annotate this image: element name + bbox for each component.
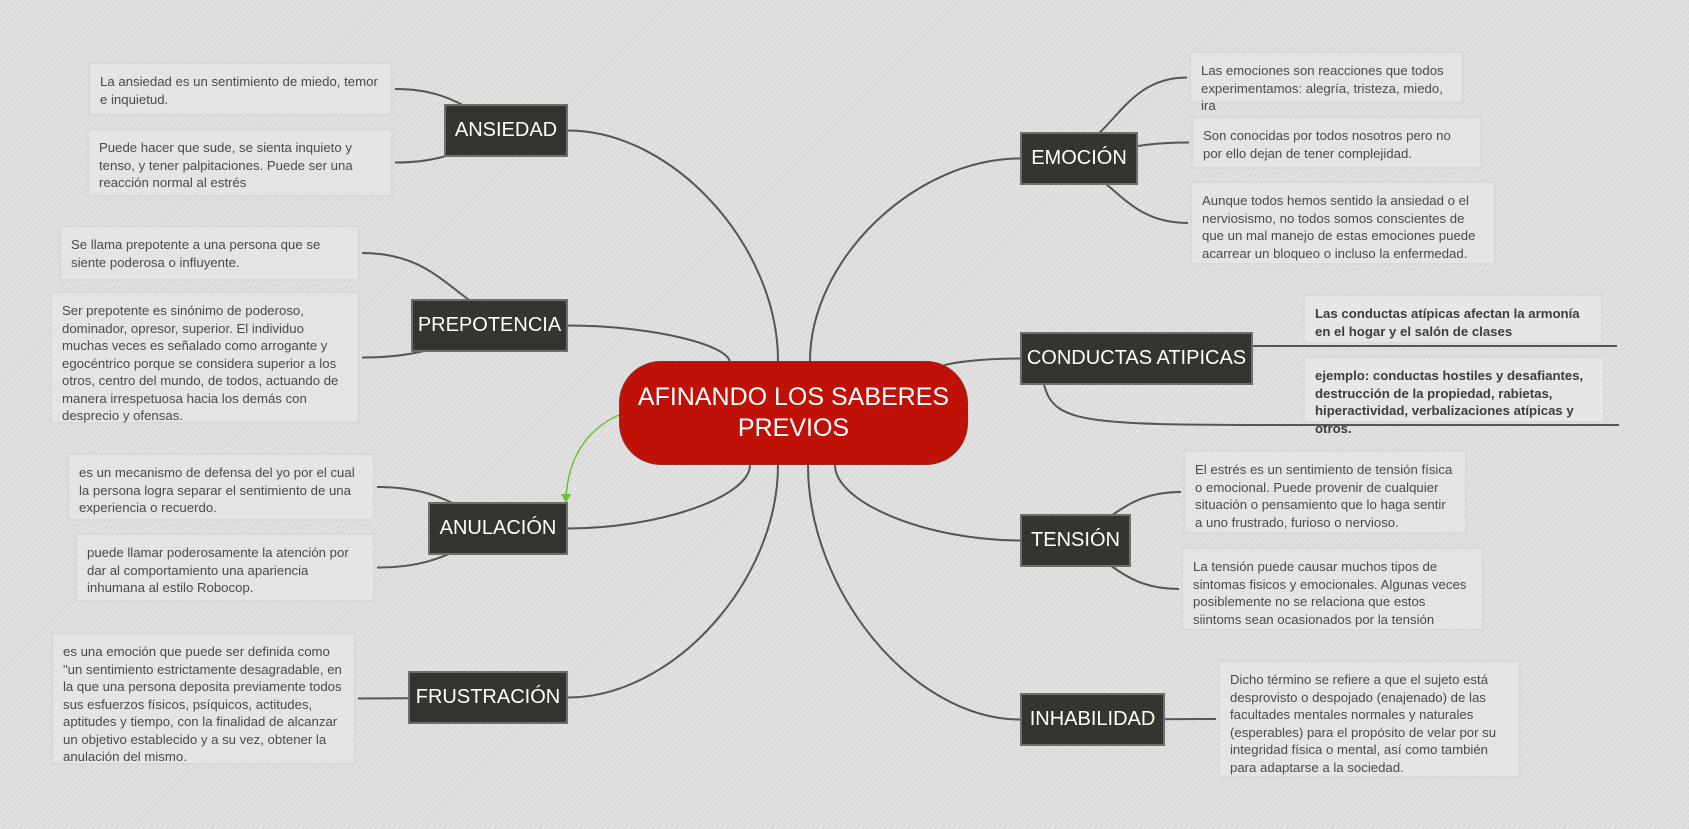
topic-ansiedad[interactable]: ANSIEDAD xyxy=(444,104,568,157)
note-frustracion-1[interactable]: es una emoción que puede ser definida co… xyxy=(51,632,356,765)
branch-connector xyxy=(567,464,779,699)
note-text: Dicho término se refiere a que el sujeto… xyxy=(1230,672,1497,775)
topic-label: INHABILIDAD xyxy=(1029,708,1156,730)
note-ansiedad-2[interactable]: Puede hacer que sude, se sienta inquieto… xyxy=(87,128,393,197)
note-text: El estrés es un sentimiento de tensión f… xyxy=(1195,462,1453,530)
note-text: es un mecanismo de defensa del yo por el… xyxy=(79,465,355,515)
topic-label: ANSIEDAD xyxy=(454,119,558,141)
note-prepotencia-1[interactable]: Se llama prepotente a una persona que se… xyxy=(59,225,360,281)
topic-frustracion[interactable]: FRUSTRACIÓN xyxy=(408,671,568,724)
note-anulacion-1[interactable]: es un mecanismo de defensa del yo por el… xyxy=(67,453,375,521)
branch-connector xyxy=(834,464,1021,542)
note-tension-1[interactable]: El estrés es un sentimiento de tensión f… xyxy=(1183,450,1467,534)
note-prepotencia-2[interactable]: Ser prepotente es sinónimo de poderoso, … xyxy=(50,291,360,424)
central-topic[interactable]: AFINANDO LOS SABERES PREVIOS xyxy=(619,361,968,465)
topic-conductas-atipicas[interactable]: CONDUCTAS ATIPICAS xyxy=(1020,332,1253,385)
branch-connector xyxy=(567,324,731,364)
note-conductas-2[interactable]: ejemplo: conductas hostiles y desafiante… xyxy=(1303,356,1605,436)
branch-connector xyxy=(567,464,751,530)
topic-inhabilidad[interactable]: INHABILIDAD xyxy=(1020,693,1165,746)
topic-label: EMOCIÓN xyxy=(1031,147,1127,169)
topic-label: CONDUCTAS ATIPICAS xyxy=(1026,347,1247,369)
topic-prepotencia[interactable]: PREPOTENCIA xyxy=(411,299,568,352)
topic-tension[interactable]: TENSIÓN xyxy=(1020,514,1131,567)
note-text: Las emociones son reacciones que todos e… xyxy=(1201,63,1444,113)
branch-connector xyxy=(807,464,1021,721)
note-text: Ser prepotente es sinónimo de poderoso, … xyxy=(62,303,339,423)
note-anulacion-2[interactable]: puede llamar poderosamente la atención p… xyxy=(75,533,375,602)
note-text: La ansiedad es un sentimiento de miedo, … xyxy=(100,74,378,107)
note-emocion-1[interactable]: Las emociones son reacciones que todos e… xyxy=(1189,51,1464,113)
topic-label: TENSIÓN xyxy=(1031,529,1120,551)
note-tension-2[interactable]: La tensión puede causar muchos tipos de … xyxy=(1181,547,1484,631)
branch-connector xyxy=(939,357,1021,369)
note-emocion-3[interactable]: Aunque todos hemos sentido la ansiedad o… xyxy=(1190,181,1496,265)
note-text: La tensión puede causar muchos tipos de … xyxy=(1193,559,1467,627)
branch-connector xyxy=(809,157,1021,362)
note-text: ejemplo: conductas hostiles y desafiante… xyxy=(1315,368,1584,436)
note-text: es una emoción que puede ser definida co… xyxy=(63,644,342,764)
topic-emocion[interactable]: EMOCIÓN xyxy=(1020,132,1138,185)
branch-connector xyxy=(567,129,779,362)
note-inhabilidad-1[interactable]: Dicho término se refiere a que el sujeto… xyxy=(1218,660,1521,778)
topic-label: ANULACIÓN xyxy=(439,517,557,539)
central-title: AFINANDO LOS SABERES PREVIOS xyxy=(637,383,950,442)
note-conductas-1[interactable]: Las conductas atípicas afectan la armoní… xyxy=(1303,294,1603,344)
note-text: puede llamar poderosamente la atención p… xyxy=(87,545,349,595)
arrowhead-icon xyxy=(561,494,571,503)
note-emocion-2[interactable]: Son conocidas por todos nosotros pero no… xyxy=(1191,116,1482,169)
note-text: Son conocidas por todos nosotros pero no… xyxy=(1203,128,1451,161)
topic-label: FRUSTRACIÓN xyxy=(415,686,561,708)
topic-anulacion[interactable]: ANULACIÓN xyxy=(428,502,568,555)
note-text: Se llama prepotente a una persona que se… xyxy=(71,237,321,270)
note-text: Aunque todos hemos sentido la ansiedad o… xyxy=(1202,193,1476,261)
relationship-arrow[interactable] xyxy=(565,414,620,499)
note-text: Las conductas atípicas afectan la armoní… xyxy=(1315,306,1580,339)
note-ansiedad-1[interactable]: La ansiedad es un sentimiento de miedo, … xyxy=(88,62,393,116)
note-text: Puede hacer que sude, se sienta inquieto… xyxy=(99,140,353,190)
topic-label: PREPOTENCIA xyxy=(417,314,562,336)
